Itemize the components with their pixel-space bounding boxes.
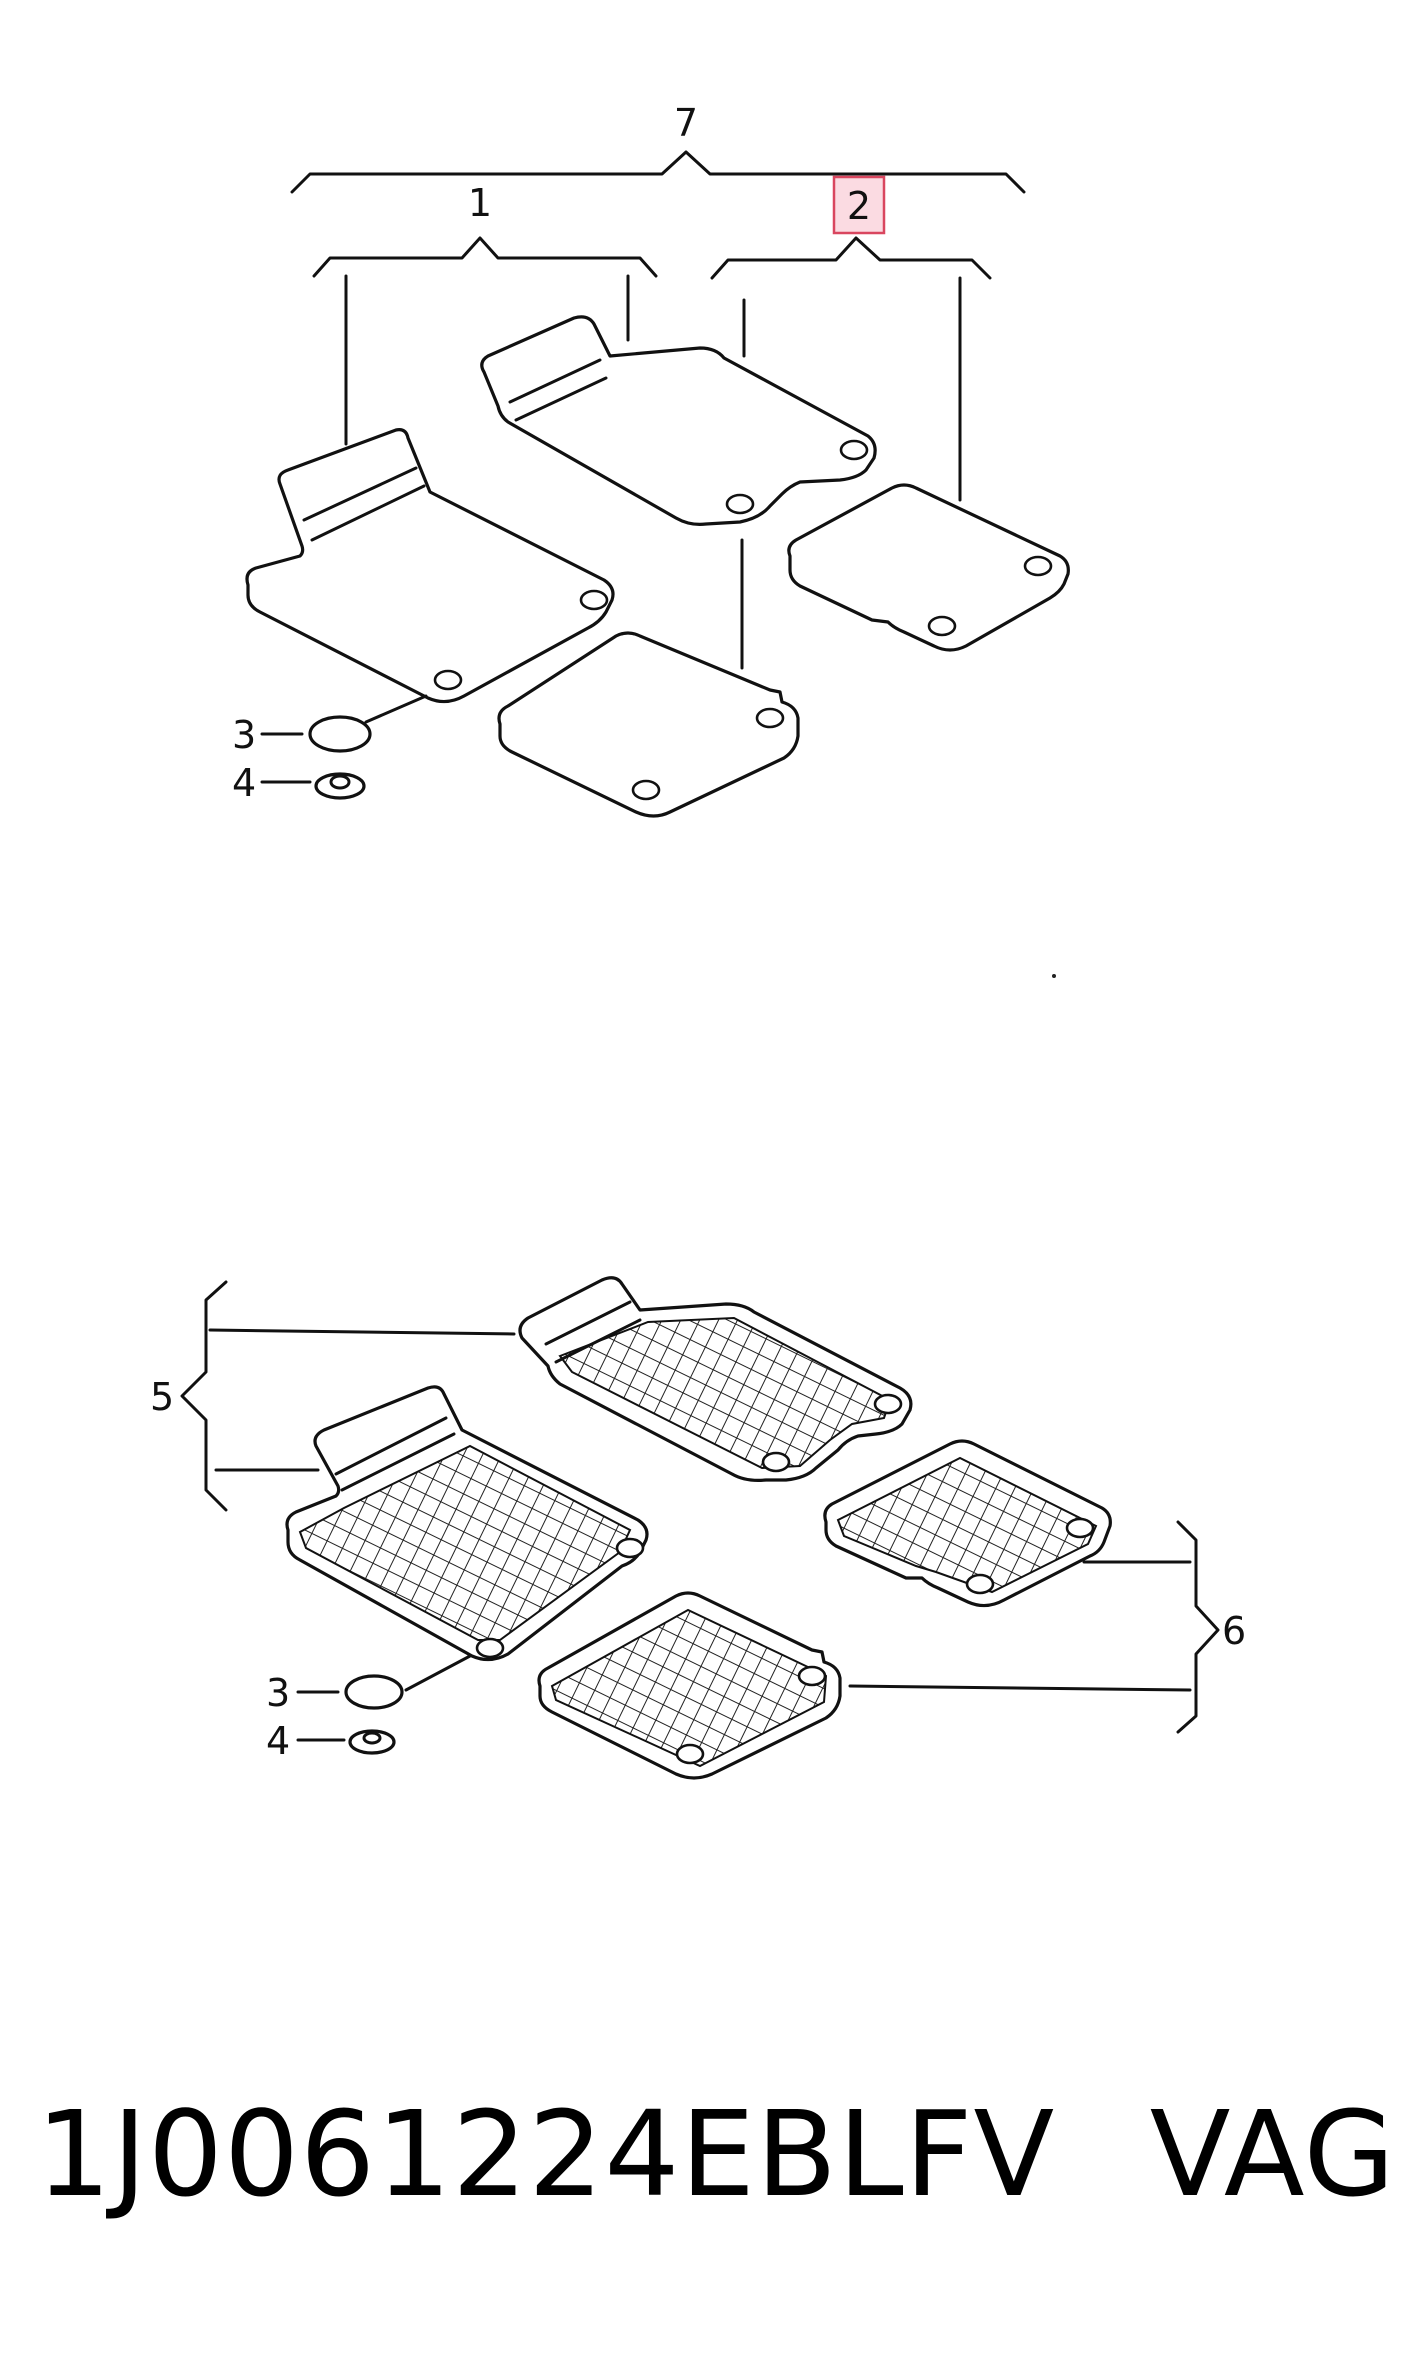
callout-2-highlight	[832, 175, 886, 235]
clip-cap-top	[308, 715, 372, 753]
front-left-hole-1	[579, 589, 609, 611]
clip-base-top-stud	[329, 774, 351, 790]
callout-2[interactable]: 2	[847, 184, 871, 228]
rubber-rear-left-hole-2	[675, 1743, 705, 1765]
callout-3-bottom: 3	[266, 1671, 290, 1715]
rubber-rear-right-grid	[836, 1456, 1098, 1594]
rubber-rear-left-hole-1	[797, 1665, 827, 1687]
clip-base-bottom-stud	[362, 1731, 382, 1745]
clip-cap-bottom	[344, 1674, 404, 1710]
part-footer: 1J0061224EBLFV VAG	[36, 2085, 1396, 2225]
speck	[1052, 974, 1056, 978]
bracket-1	[312, 236, 658, 278]
bottom-assembly: 5 6 3	[150, 1276, 1246, 1780]
rear-left-hole-1	[755, 707, 785, 729]
clip-leader-top	[364, 694, 428, 724]
leader-5-top	[208, 1328, 516, 1336]
rear-left-hole-2	[631, 779, 661, 801]
rear-right-hole-1	[1023, 555, 1053, 577]
rear-left-mat	[497, 631, 800, 818]
callout-1: 1	[468, 181, 492, 225]
bracket-2	[710, 236, 992, 280]
brand-name: VAG	[1149, 2085, 1396, 2223]
callout-5: 5	[150, 1375, 174, 1419]
rubber-front-right-hole-1	[873, 1393, 903, 1415]
top-assembly: 7 1 2 3	[232, 101, 1070, 818]
callout-3-top: 3	[232, 713, 256, 757]
front-left-mat	[245, 428, 615, 704]
rubber-front-left-hole-1	[615, 1537, 645, 1559]
rubber-front-left-heel-lines	[334, 1416, 456, 1492]
rubber-front-right-grid	[558, 1316, 892, 1470]
front-right-heel-lines	[508, 358, 608, 422]
rubber-rear-right-hole-2	[965, 1573, 995, 1595]
rubber-front-right-heel-lines	[544, 1300, 642, 1364]
rear-right-mat	[787, 483, 1070, 652]
front-right-mat	[480, 315, 877, 526]
bracket-7	[290, 150, 1026, 194]
bracket-5	[180, 1280, 228, 1512]
rear-right-hole-2	[927, 615, 957, 637]
part-number: 1J0061224EBLFV	[36, 2085, 1056, 2223]
rubber-rear-right-hole-1	[1065, 1517, 1095, 1539]
callout-4-bottom: 4	[266, 1719, 290, 1763]
callout-4-top: 4	[232, 761, 256, 805]
leader-6-bottom	[848, 1684, 1192, 1692]
bracket-6	[1176, 1520, 1220, 1734]
front-left-heel-lines	[302, 466, 426, 542]
rubber-front-right-hole-2	[761, 1451, 791, 1473]
rubber-rear-left-grid	[550, 1608, 828, 1768]
front-right-hole-2	[725, 493, 755, 515]
rubber-front-left-hole-2	[475, 1637, 505, 1659]
clip-base-top	[314, 772, 366, 800]
callout-7: 7	[674, 101, 698, 145]
callout-6: 6	[1222, 1609, 1246, 1653]
front-left-hole-2	[433, 669, 463, 691]
clip-leader-bottom	[404, 1654, 472, 1692]
front-right-hole-1	[839, 439, 869, 461]
